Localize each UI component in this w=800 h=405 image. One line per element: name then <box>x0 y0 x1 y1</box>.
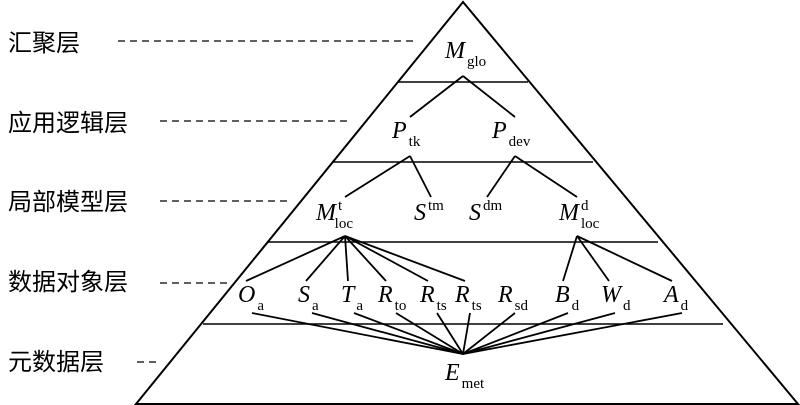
node-symbol: R <box>454 282 470 308</box>
node-symbol: A <box>662 282 679 308</box>
edge-t_a-e_met <box>353 312 464 355</box>
node-symbol: E <box>444 360 460 386</box>
node-symbol: S <box>298 282 310 308</box>
node-superscript: d <box>581 198 589 214</box>
edge-r_ts1-e_met <box>436 312 464 355</box>
edge-r_ts2-e_met <box>462 312 471 355</box>
node-subscript: ts <box>472 298 482 314</box>
layer-label-data-object: 数据对象层 <box>8 268 128 296</box>
edge-s_a-e_met <box>311 312 464 355</box>
edge-m_loc_t-r_ts2 <box>344 235 466 282</box>
node-subscript: d <box>623 298 631 314</box>
layer-label-application: 应用逻辑层 <box>8 109 128 137</box>
edge-p_tk-s_tm <box>409 155 432 198</box>
edge-m_loc_t-r_ts1 <box>344 235 429 282</box>
node-subscript: tk <box>409 134 421 150</box>
edge-m_glo-p_tk <box>409 75 464 118</box>
node-symbol: M <box>315 200 338 226</box>
edge-o_a-e_met <box>251 312 464 355</box>
node-subscript: met <box>462 376 485 392</box>
node-subscript: d <box>572 298 580 314</box>
node-subscript: glo <box>467 54 486 70</box>
edge-m_loc_t-o_a <box>245 235 346 282</box>
edge-p_dev-m_loc_d <box>514 155 578 198</box>
node-subscript: to <box>395 298 407 314</box>
edge-p_tk-m_loc_t <box>344 155 411 198</box>
node-symbol: T <box>341 282 356 308</box>
node-symbol: R <box>497 282 513 308</box>
pyramid-outline <box>133 0 800 405</box>
node-subscript: a <box>356 298 363 314</box>
node-symbol: S <box>469 200 481 226</box>
node-subscript: sd <box>515 298 529 314</box>
edge-m_loc_d-a_d <box>576 235 673 282</box>
node-symbol: M <box>558 200 581 226</box>
edge-m_loc_t-t_a <box>344 235 349 282</box>
edge-r_to-e_met <box>395 312 464 355</box>
edge-m_glo-p_dev <box>462 75 516 118</box>
edge-r_sd-e_met <box>462 312 516 355</box>
node-symbol: O <box>238 282 255 308</box>
node-symbol: M <box>444 38 467 64</box>
node-symbol: B <box>555 282 570 308</box>
node-symbol: W <box>601 282 623 308</box>
node-subscript: a <box>257 298 264 314</box>
node-symbol: P <box>391 118 407 144</box>
edge-a_d-e_met <box>462 312 683 355</box>
edge-m_loc_d-b_d <box>562 235 578 282</box>
layer-label-metadata: 元数据层 <box>8 348 104 376</box>
layer-label-local-model: 局部模型层 <box>8 188 128 216</box>
layer-label-convergence: 汇聚层 <box>8 29 80 57</box>
node-subscript: a <box>312 298 319 314</box>
edge-m_loc_t-s_a <box>305 235 346 282</box>
node-symbol: S <box>414 200 426 226</box>
edge-m_loc_t-r_to <box>344 235 387 282</box>
node-subscript: ts <box>437 298 447 314</box>
edge-w_d-e_met <box>462 312 616 355</box>
node-subscript: loc <box>581 216 600 232</box>
node-superscript: t <box>338 198 343 214</box>
node-superscript: dm <box>483 198 503 214</box>
edge-b_d-e_met <box>462 312 569 355</box>
edge-m_loc_d-w_d <box>576 235 610 282</box>
node-superscript: tm <box>428 198 444 214</box>
node-subscript: d <box>681 298 689 314</box>
node-symbol: R <box>377 282 393 308</box>
node-subscript: loc <box>335 216 354 232</box>
node-symbol: P <box>491 118 507 144</box>
edges <box>245 75 683 355</box>
edge-p_dev-s_dm <box>486 155 516 198</box>
node-symbol: R <box>419 282 435 308</box>
node-subscript: dev <box>509 134 531 150</box>
